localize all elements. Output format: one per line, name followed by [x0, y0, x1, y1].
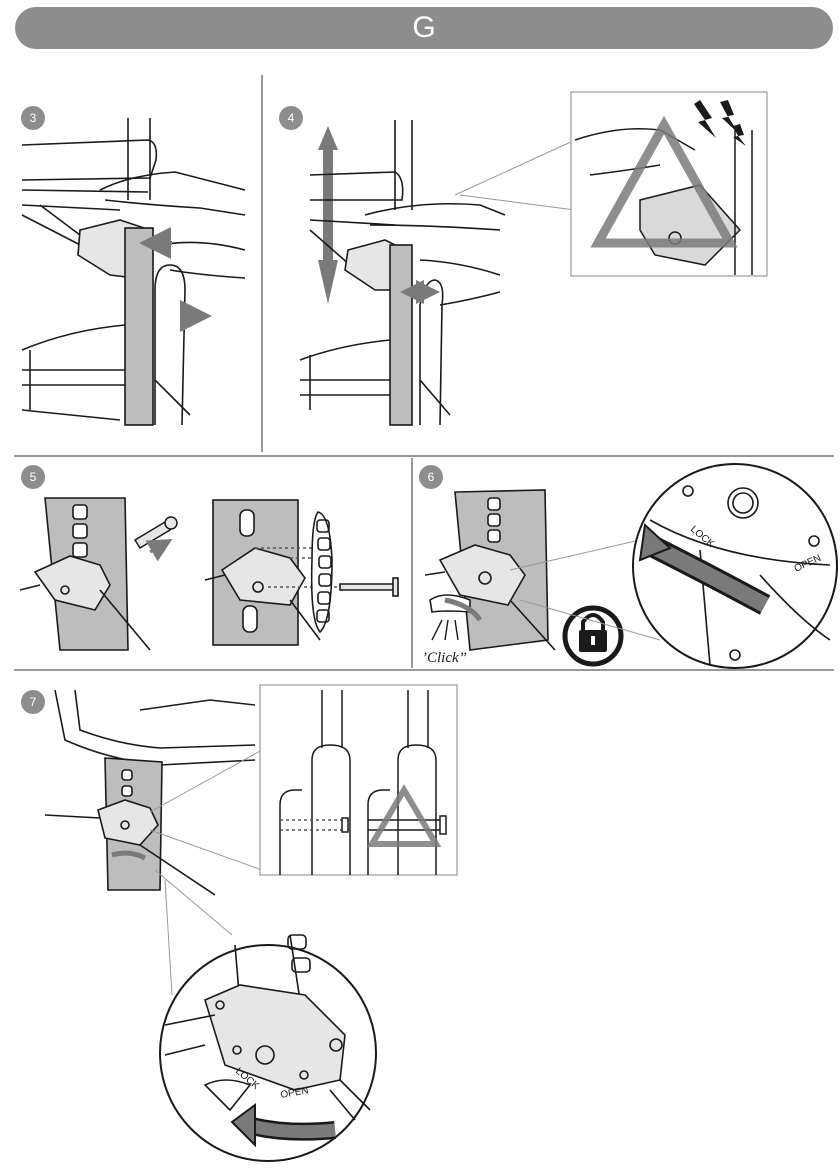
pin-drawing: [133, 516, 178, 550]
step-3-arrows: [139, 227, 212, 332]
step-7-badge: 7: [21, 690, 45, 714]
warning-triangle-icon: [590, 115, 738, 248]
step-3-panel: 3: [21, 106, 246, 426]
svg-text:4: 4: [288, 111, 295, 125]
section-title: G: [412, 11, 436, 44]
svg-text:5: 5: [30, 470, 37, 484]
click-marks: [431, 619, 459, 641]
curved-arrow-icon: [638, 522, 771, 615]
leg-bracket-drawing: [19, 497, 151, 651]
step-4-panel: 4: [279, 91, 768, 426]
lightning-icon: [694, 100, 746, 146]
step-7-panel: 7: [21, 684, 458, 1162]
svg-text:3: 3: [30, 111, 37, 125]
step-7-callout: [149, 684, 458, 876]
curved-arrow-icon: [444, 597, 483, 622]
leg-bracket-drawing: [424, 489, 556, 651]
commode-frame-drawing: [44, 689, 256, 896]
click-label: ’Click”: [422, 650, 467, 666]
curved-arrow-icon: [111, 850, 147, 861]
step-7-magnifier: LOCK OPEN: [154, 869, 377, 1162]
step-5-badge: 5: [21, 465, 45, 489]
step-6-magnifier: LOCK OPEN: [509, 463, 838, 669]
open-label: OPEN: [280, 1085, 310, 1101]
step-5-panel: 5: [19, 465, 399, 651]
step-4-callout: [454, 91, 768, 277]
svg-text:6: 6: [428, 470, 435, 484]
padlock-icon: [562, 605, 624, 667]
section-header: G: [15, 7, 833, 49]
panel-dividers: [14, 75, 834, 671]
step-4-badge: 4: [279, 106, 303, 130]
step-6-panel: 6 ’Click”: [419, 463, 838, 669]
curved-arrow-icon: [230, 1103, 336, 1148]
step-3-badge: 3: [21, 106, 45, 130]
up-down-arrow-icon: [318, 126, 338, 304]
warning-triangle-icon: [366, 784, 442, 847]
leg-bracket-exploded-drawing: [204, 499, 399, 646]
commode-frame-drawing: [21, 118, 246, 426]
step-5-arrow: [145, 538, 173, 562]
svg-text:7: 7: [30, 695, 37, 709]
step-6-badge: 6: [419, 465, 443, 489]
